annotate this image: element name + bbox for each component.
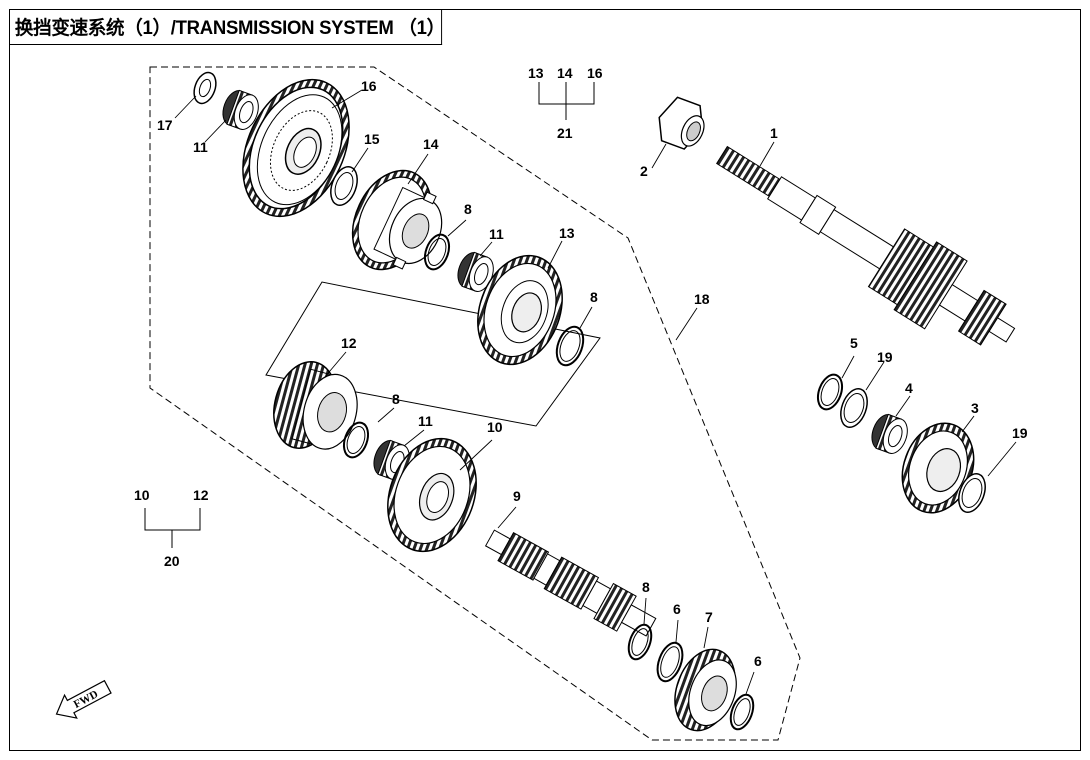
callout-8d: 8 — [642, 579, 650, 595]
callout-3: 3 — [971, 400, 979, 416]
callout-17: 17 — [157, 117, 173, 133]
gear-14 — [351, 169, 443, 271]
circlip-8-shaft — [627, 623, 653, 661]
callout-8b: 8 — [590, 289, 598, 305]
callout-8a: 8 — [464, 201, 472, 217]
washer-17 — [193, 71, 217, 105]
leader-lines — [174, 89, 1017, 695]
gear-13 — [477, 254, 563, 366]
group-bracket-20 — [144, 508, 201, 548]
assembly-outline-dashed — [149, 66, 801, 741]
washer-15 — [330, 166, 358, 206]
callout-18: 18 — [694, 291, 710, 307]
callout-6b: 6 — [754, 653, 762, 669]
fwd-arrow-icon: FWD — [55, 679, 112, 719]
group-20-total: 20 — [164, 553, 180, 569]
callout-12: 12 — [341, 335, 357, 351]
group-20-item-12: 12 — [193, 487, 209, 503]
circlip-8-top — [423, 233, 451, 271]
callout-19b: 19 — [1012, 425, 1028, 441]
circlip-8-lower — [342, 421, 370, 459]
circlip-5 — [816, 373, 844, 411]
washer-19-a — [840, 388, 868, 428]
page-title: 换挡变速系统（1）/TRANSMISSION SYSTEM （1） — [9, 9, 445, 45]
gear-7 — [674, 648, 737, 732]
group-21-item-13: 13 — [528, 65, 544, 81]
washer-19-b — [958, 473, 986, 513]
callout-19a: 19 — [877, 349, 893, 365]
group-20-item-10: 10 — [134, 487, 150, 503]
callout-2: 2 — [640, 163, 648, 179]
callout-8c: 8 — [392, 391, 400, 407]
callout-11b: 11 — [489, 226, 504, 242]
group-bracket-21 — [538, 82, 595, 120]
gear-3 — [901, 422, 975, 514]
callout-7: 7 — [705, 609, 713, 625]
callout-4: 4 — [905, 380, 913, 396]
gear-16 — [242, 78, 350, 218]
circlip-8-gear13 — [555, 325, 585, 367]
nut-2 — [658, 96, 705, 150]
callout-9: 9 — [513, 488, 521, 504]
circlip-6-a — [656, 641, 684, 683]
drawing-frame — [9, 9, 1081, 751]
callout-15: 15 — [364, 131, 380, 147]
callout-1: 1 — [770, 125, 778, 141]
main-shaft-9 — [484, 529, 657, 637]
subassembly-outline — [265, 281, 601, 427]
needle-bearing-11-top — [222, 89, 259, 130]
gear-12 — [273, 361, 358, 450]
needle-bearing-11-mid — [457, 251, 494, 292]
circlip-6-b — [729, 693, 755, 731]
callout-6a: 6 — [673, 601, 681, 617]
callout-14: 14 — [423, 136, 439, 152]
group-21-item-14: 14 — [557, 65, 573, 81]
callout-11a: 11 — [193, 139, 208, 155]
needle-bearing-4 — [871, 413, 908, 454]
group-21-total: 21 — [557, 125, 573, 141]
callout-13: 13 — [559, 225, 575, 241]
callout-10: 10 — [487, 419, 503, 435]
callout-5: 5 — [850, 335, 858, 351]
group-21-item-16: 16 — [587, 65, 603, 81]
gear-10 — [387, 437, 477, 553]
counter-shaft-1 — [716, 145, 1016, 346]
callout-16: 16 — [361, 78, 377, 94]
callout-11c: 11 — [418, 413, 433, 429]
